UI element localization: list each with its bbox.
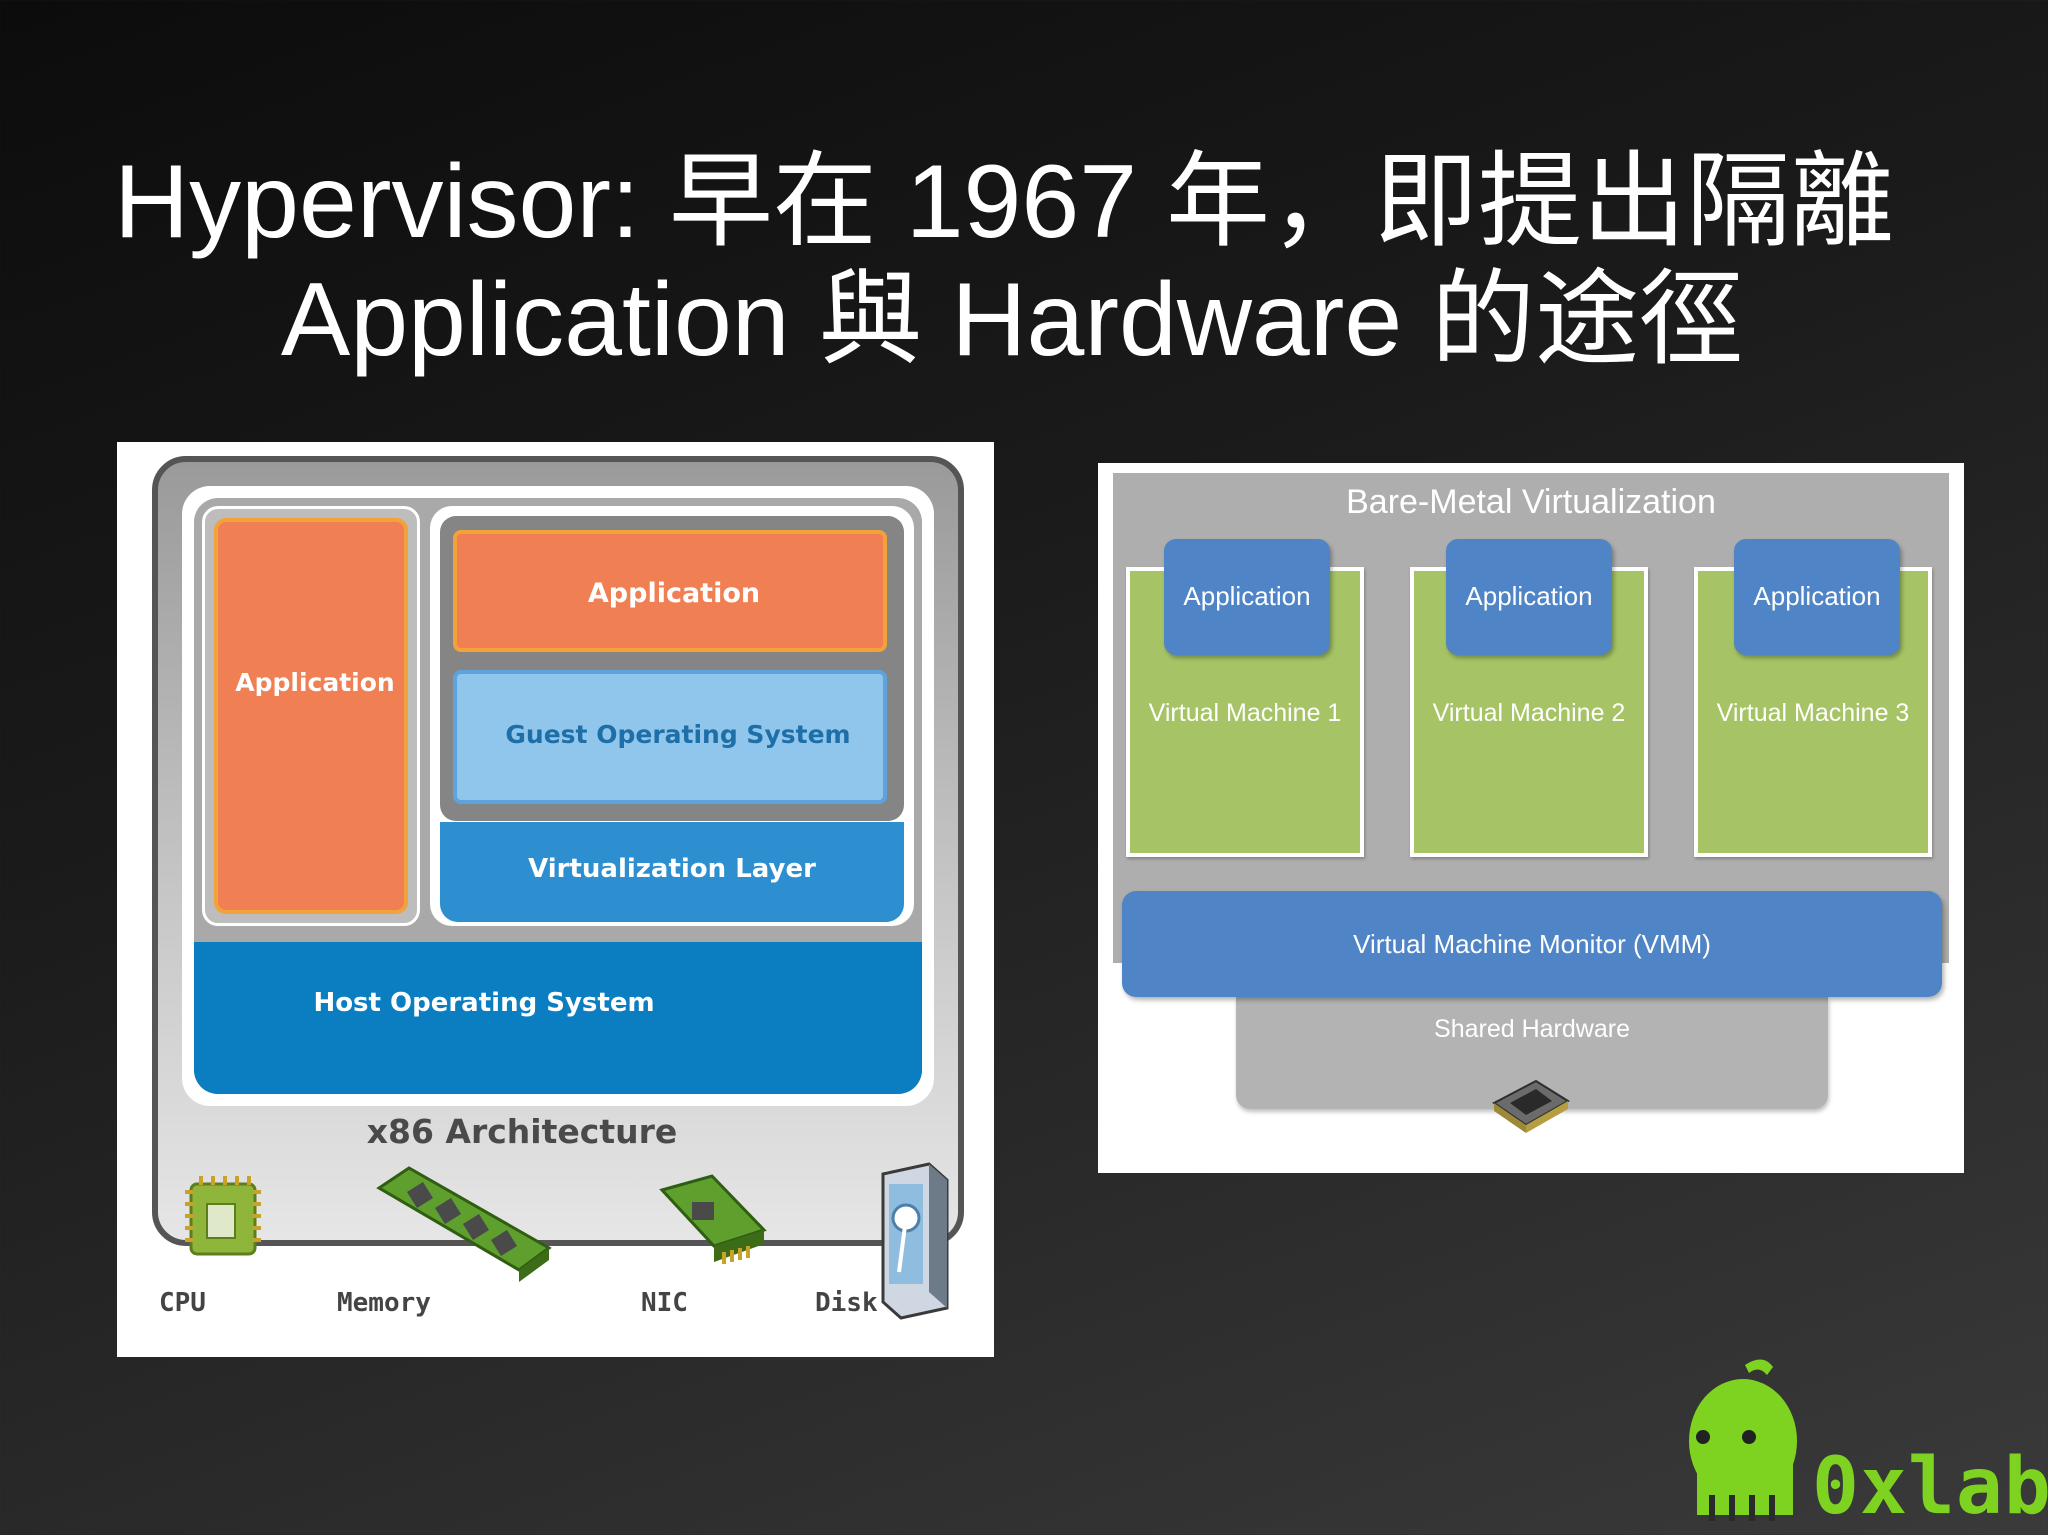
- vm1-application-box: [1164, 539, 1330, 655]
- slide-title-line2: Application 與 Hardware 的途徑: [280, 262, 1744, 378]
- chip-icon: [1492, 1079, 1570, 1133]
- vm3-application-label: Application: [1753, 581, 1881, 611]
- disk-icon: [881, 1162, 949, 1320]
- hosted-virtualization-diagram: Application Application Guest Operating …: [117, 442, 994, 1357]
- vm1-label: Virtual Machine 1: [1148, 699, 1342, 727]
- memory-icon: [376, 1166, 552, 1282]
- host-os-block: [194, 942, 922, 1094]
- vm2-application-box: [1446, 539, 1612, 655]
- vmm-label: Virtual Machine Monitor (VMM): [1353, 929, 1711, 959]
- guest-os-label: Guest Operating System: [505, 720, 851, 749]
- slide-title-line1: Hypervisor: 早在 1967 年，即提出隔離: [114, 144, 1894, 260]
- vm1-application-label: Application: [1183, 581, 1311, 611]
- guest-application-label: Application: [587, 578, 761, 609]
- nic-label: NIC: [641, 1288, 688, 1318]
- vm3-label: Virtual Machine 3: [1716, 699, 1910, 727]
- cpu-icon: [185, 1176, 261, 1256]
- disk-label: Disk: [815, 1288, 878, 1318]
- cpu-label: CPU: [159, 1288, 206, 1318]
- 0xlab-mascot-icon: [1689, 1359, 1797, 1521]
- vm2-application-label: Application: [1465, 581, 1593, 611]
- guest-application-block: [453, 530, 887, 652]
- vm2-label: Virtual Machine 2: [1432, 699, 1626, 727]
- x86-architecture-label: x86 Architecture: [366, 1112, 678, 1151]
- host-os-label: Host Operating System: [313, 988, 655, 1018]
- 0xlab-logo-text: 0xlab: [1812, 1442, 2048, 1532]
- vm3-application-box: [1734, 539, 1900, 655]
- nic-icon: [659, 1174, 767, 1264]
- left-application-block: [214, 518, 408, 914]
- memory-label: Memory: [337, 1288, 431, 1318]
- virtualization-layer-block: [440, 822, 904, 922]
- bare-metal-title: Bare-Metal Virtualization: [1346, 483, 1716, 521]
- shared-hardware-label: Shared Hardware: [1434, 1015, 1630, 1043]
- bare-metal-virtualization-diagram: Bare-Metal Virtualization Application Ap…: [1098, 463, 1964, 1173]
- virtualization-layer-label: Virtualization Layer: [528, 854, 816, 884]
- left-application-label: Application: [235, 668, 395, 697]
- vmm-block: [1122, 891, 1942, 997]
- guest-os-block: [453, 670, 887, 804]
